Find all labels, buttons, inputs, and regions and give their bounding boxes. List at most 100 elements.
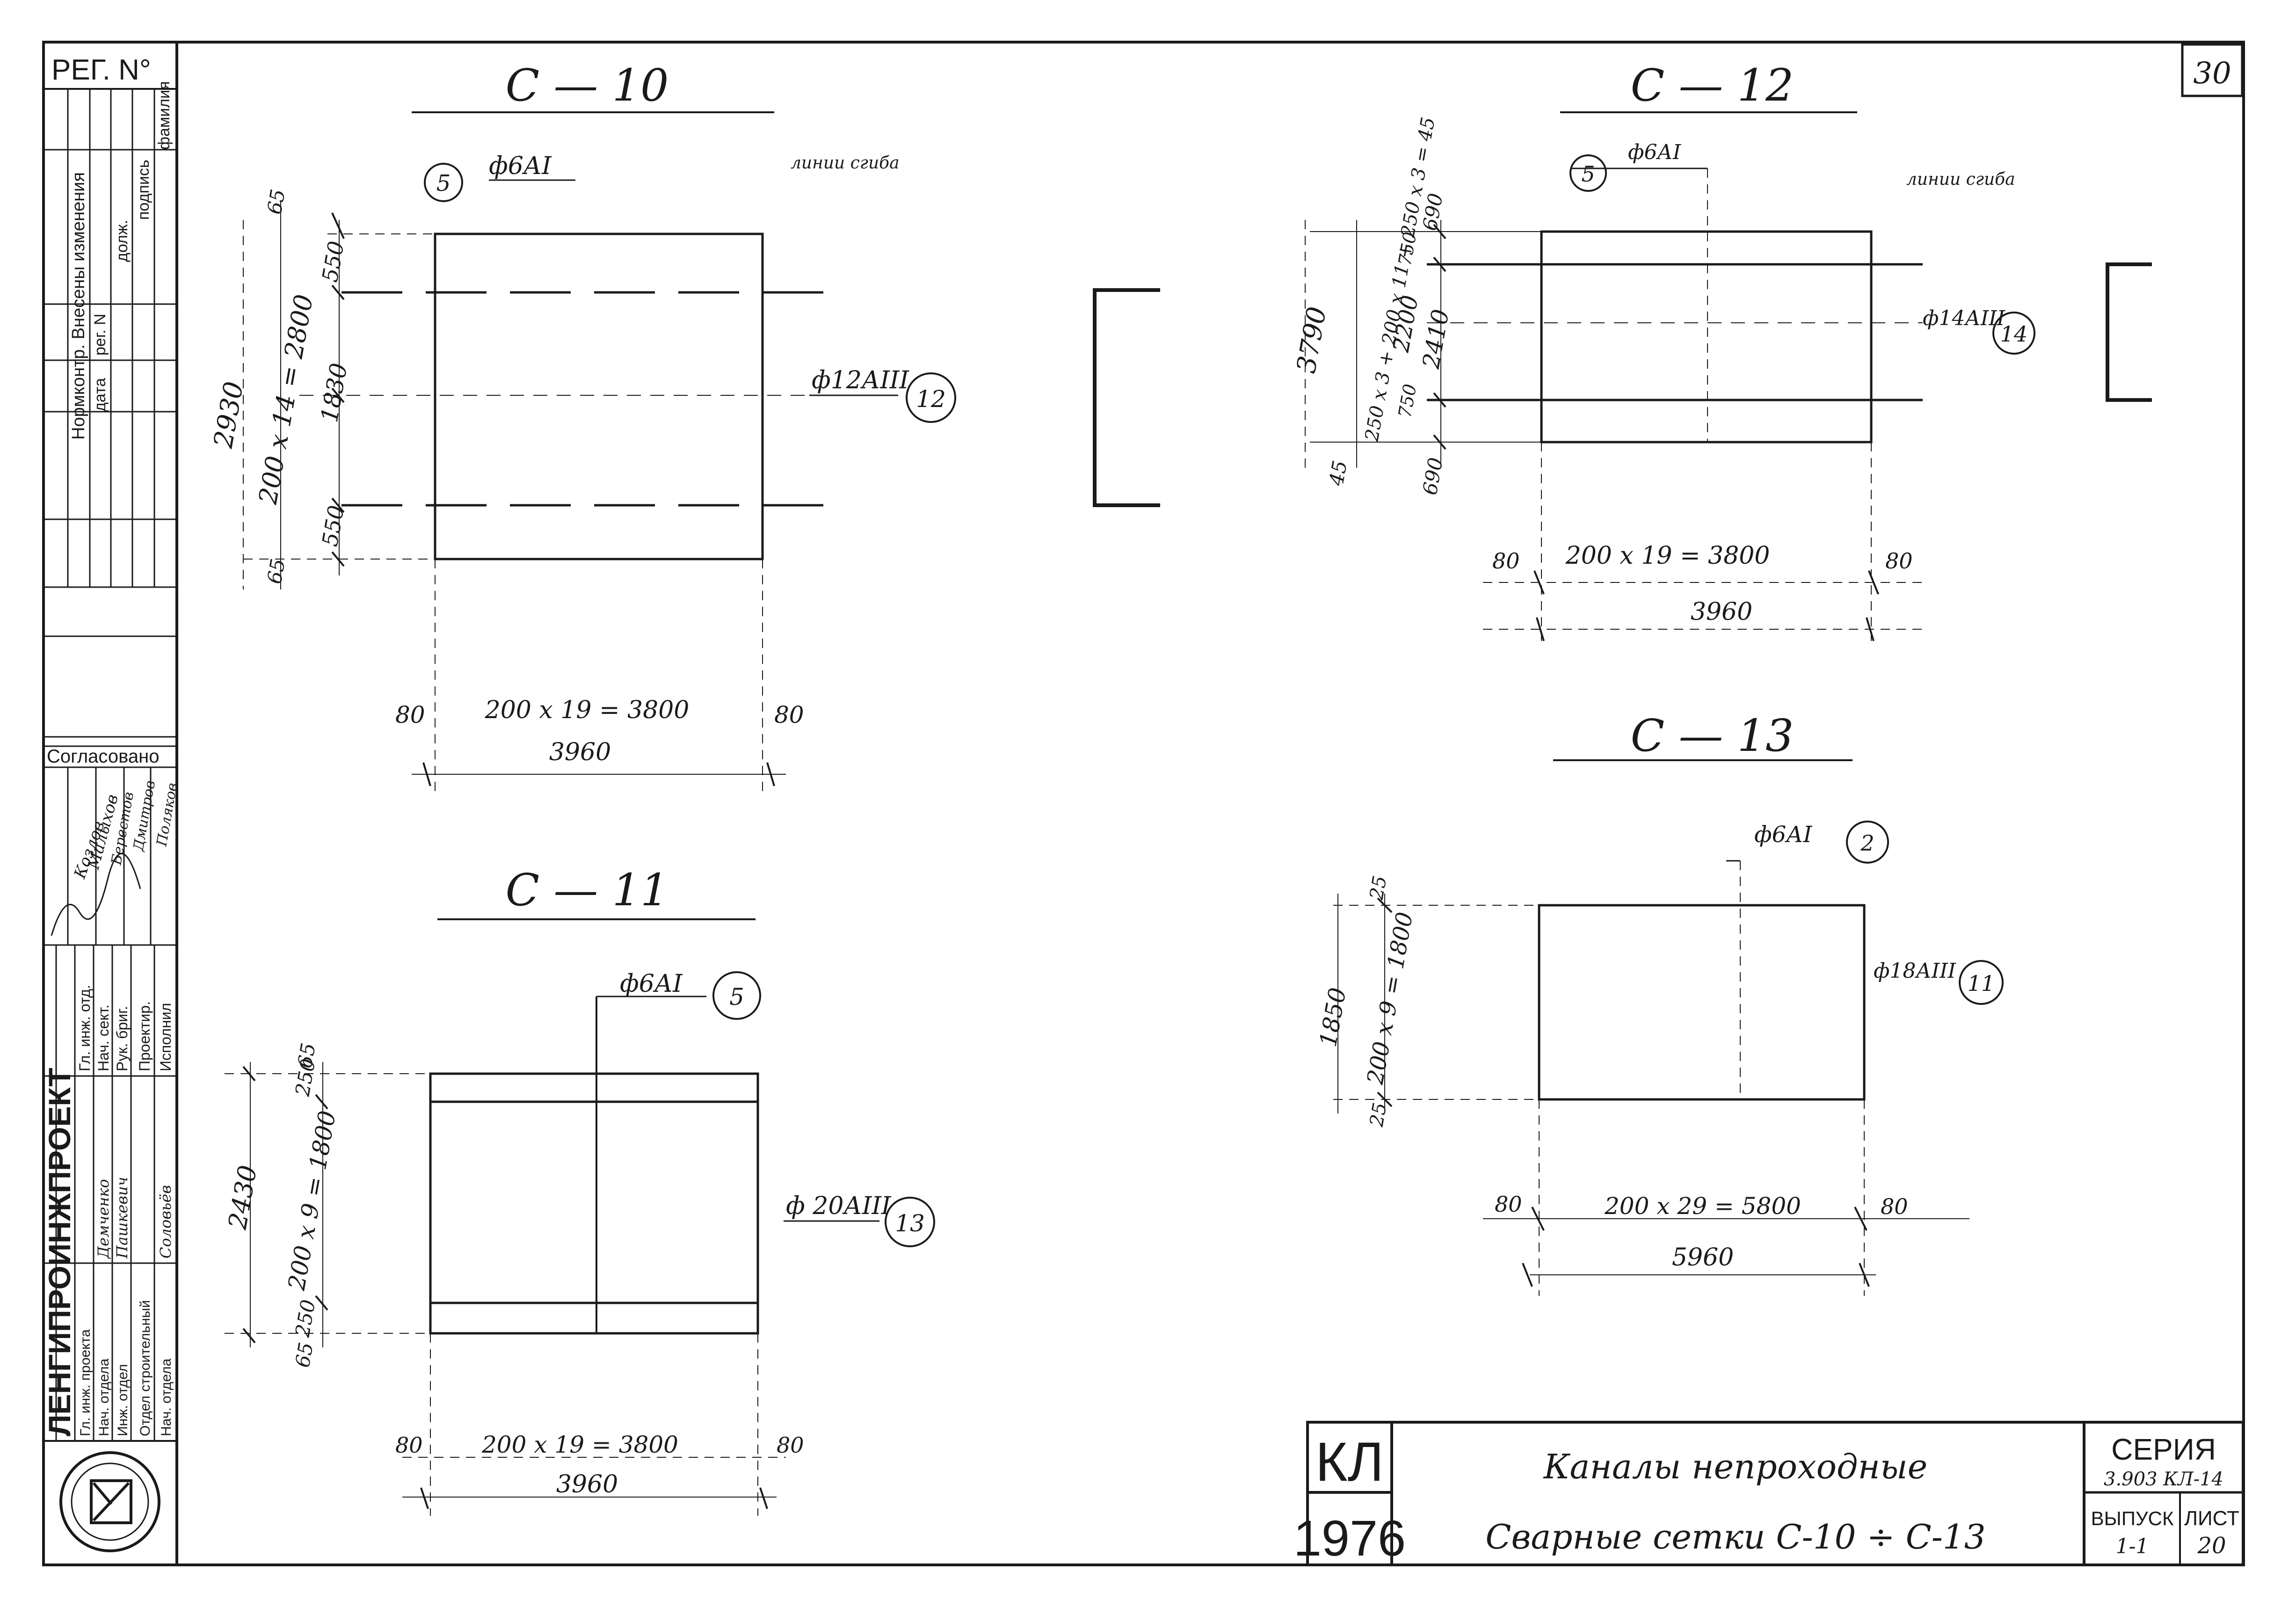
net-c11-dim-bottom: 250 xyxy=(291,1298,320,1339)
agreed-block: Согласовано Козлов Малыхов Берестов Дмит… xyxy=(44,745,181,946)
net-c13-title: С — 13 xyxy=(1631,710,1794,762)
net-c11-bar-main: ф 20АIII xyxy=(786,1192,892,1220)
sheet-number: 30 xyxy=(2193,56,2231,91)
net-c11-bar-dist: ф6АI xyxy=(620,970,683,998)
net-c12-title: С — 12 xyxy=(1631,60,1794,111)
net-c13-dim-width-inner: 200 x 29 = 5800 xyxy=(1604,1193,1801,1220)
net-c10-dim-centre: 1830 xyxy=(316,361,353,424)
net-c11-dim-width: 3960 xyxy=(556,1470,618,1498)
net-c11-title: С — 11 xyxy=(506,865,669,916)
role-6: Гл. инж. проекта xyxy=(78,1329,93,1436)
net-c11-dim-height: 2430 xyxy=(223,1163,263,1232)
net-c12-dim-end-left: 80 xyxy=(1492,548,1520,574)
title-line-1: Каналы непроходные xyxy=(1543,1447,1927,1486)
changes-col-reg: рег. N xyxy=(91,313,109,356)
role-2: Нач. сект. xyxy=(95,1004,112,1071)
net-c13-outline xyxy=(1538,904,1866,1101)
sheet-value: 20 xyxy=(2197,1533,2226,1559)
role-8: Инж. отдел xyxy=(115,1364,131,1436)
net-c12-callout-5-label: 5 xyxy=(1581,161,1595,187)
reg-number-label: РЕГ. N° xyxy=(51,54,151,86)
stamp-name-2: Пашкевич xyxy=(113,1177,131,1259)
changes-col-surname: фамилия xyxy=(155,81,173,150)
net-c13-callout-11-label: 11 xyxy=(1968,971,1995,996)
net-c11-callout-13-label: 13 xyxy=(895,1210,925,1237)
net-c11: С — 11 ф6АI 5 ф 20АIII 13 2430 200 x 9 =… xyxy=(223,865,935,1516)
net-c11-dim-mid: 200 x 9 = 1800 xyxy=(283,1109,341,1293)
role-10: Нач. отдела xyxy=(159,1359,174,1436)
net-c11-dim-width-inner: 200 x 19 = 3800 xyxy=(481,1431,678,1458)
stamp-name-1: Демченко xyxy=(94,1179,112,1259)
net-c12-callout-14-label: 14 xyxy=(2000,321,2028,347)
net-c12-bend-note: линии сгиба xyxy=(1906,170,2015,189)
net-c10: С — 10 5 ф6АI линии сгиба ф12АIII 12 293… xyxy=(208,60,1160,795)
net-c11-callout-5 xyxy=(712,971,761,1020)
issue-label: ВЫПУСК xyxy=(2091,1507,2174,1529)
net-c11-dim-bottom-offset: 65 xyxy=(291,1341,318,1369)
roles-block: ЛЕНГИПРОИНЖПРОЕКТ Гл. инж. отд. Нач. сек… xyxy=(42,945,177,1442)
net-c11-dim-end-right: 80 xyxy=(777,1432,804,1458)
issue-value: 1-1 xyxy=(2116,1534,2149,1558)
net-c13-dim-end-right: 80 xyxy=(1881,1194,1908,1219)
title-year: 1976 xyxy=(1293,1510,1406,1566)
net-c11-dim-end-left: 80 xyxy=(395,1432,423,1458)
organization-name: ЛЕНГИПРОИНЖПРОЕКТ xyxy=(42,1068,77,1436)
net-c12-callout-5 xyxy=(1569,154,1607,192)
net-c11-dim-top-offset: 65 xyxy=(293,1041,320,1070)
net-c13-dim-bottom-offset: 25 xyxy=(1366,1101,1391,1129)
net-c10-callout-12-label: 12 xyxy=(916,385,946,413)
net-c10-dim-bottom: 550 xyxy=(317,503,349,548)
series-label: СЕРИЯ xyxy=(2111,1432,2216,1466)
title-line-2: Сварные сетки С-10 ÷ С-13 xyxy=(1485,1517,1985,1556)
sheet-frame: 30 xyxy=(42,41,2245,1566)
changes-table: Нормконтр. Внесены изменения дата рег. N… xyxy=(44,81,177,738)
net-c10-dim-width: 3960 xyxy=(549,738,611,766)
net-c13-dim-width: 5960 xyxy=(1672,1243,1734,1272)
series-value: 3.903 КЛ-14 xyxy=(2104,1469,2223,1490)
role-9: Отдел строительный xyxy=(138,1300,153,1436)
net-c12-bar-dist: ф6АI xyxy=(1628,140,1682,164)
net-c12-dim-bottom: 690 xyxy=(1418,456,1447,496)
role-5: Исполнил xyxy=(157,1003,174,1071)
title-code: КЛ xyxy=(1315,1431,1384,1493)
net-c12-bent-profile xyxy=(2106,262,2152,402)
net-c10-callout-5 xyxy=(424,163,463,202)
net-c12-dim-bottom2: 750 xyxy=(1395,382,1421,419)
changes-header: Нормконтр. Внесены изменения xyxy=(69,172,88,440)
net-c12-callout-14 xyxy=(1992,312,2035,355)
net-c10-callout-5-label: 5 xyxy=(436,170,451,196)
stamp-name-3: Соловьёв xyxy=(157,1185,174,1258)
net-c12-dim-centre-b: 2410 xyxy=(1417,307,1454,371)
net-c13-dim-mid: 200 x 9 = 1800 xyxy=(1362,910,1418,1087)
net-c10-bent-profile xyxy=(1093,288,1160,507)
net-c10-dim-end-left: 80 xyxy=(395,701,425,728)
net-c10-outline xyxy=(434,233,764,560)
role-7: Нач. отдела xyxy=(96,1359,112,1436)
net-c13-dim-end-left: 80 xyxy=(1495,1192,1522,1217)
net-c10-dim-top-offset: 65 xyxy=(263,188,290,216)
net-c12-dim-height: 3790 xyxy=(1291,305,1333,376)
net-c10-bar-main: ф12АIII xyxy=(812,366,909,394)
net-c12-dim-end-right: 80 xyxy=(1885,548,1913,574)
left-stamp: РЕГ. N° Нормконтр. Внесены изменения дат… xyxy=(42,54,181,1552)
role-3: Рук. бриг. xyxy=(114,1006,131,1071)
net-c13-bar-dist: ф6АI xyxy=(1754,822,1812,848)
net-c13-bar-main: ф18АIII xyxy=(1874,959,1957,983)
net-c13-dim-height: 1850 xyxy=(1315,986,1351,1049)
net-c10-dim-end-right: 80 xyxy=(774,701,804,728)
net-c13-callout-11 xyxy=(1959,960,2004,1005)
net-c11-callout-13 xyxy=(885,1197,935,1247)
net-c12-dim-width-inner: 200 x 19 = 3800 xyxy=(1565,542,1770,570)
net-c13-dim-top-offset: 25 xyxy=(1366,874,1391,902)
net-c10-dim-top: 550 xyxy=(317,239,349,284)
net-c10-dim-height: 2930 xyxy=(208,379,250,451)
role-1: Гл. инж. отд. xyxy=(76,985,93,1071)
signature-scribble xyxy=(51,853,141,936)
net-c13-callout-2 xyxy=(1846,821,1889,864)
net-c12-bar-main: ф14АIII xyxy=(1923,306,2006,330)
net-c12-outline xyxy=(1540,230,1873,444)
net-c12-dim-bottom-offset: 45 xyxy=(1324,459,1351,488)
net-c12-dim-width: 3960 xyxy=(1691,598,1752,626)
net-c10-callout-12 xyxy=(906,372,956,423)
